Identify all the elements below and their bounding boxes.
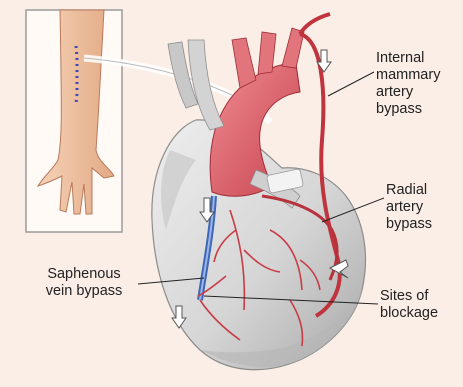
label-sites-of-blockage: Sites of blockage [380, 288, 460, 322]
label-internal-mammary-artery-bypass: Internal mammary artery bypass [376, 50, 463, 118]
forearm-inset [26, 10, 122, 232]
label-saphenous-vein-bypass: Saphenous vein bypass [30, 266, 138, 300]
label-radial-artery-bypass: Radial artery bypass [386, 182, 458, 233]
